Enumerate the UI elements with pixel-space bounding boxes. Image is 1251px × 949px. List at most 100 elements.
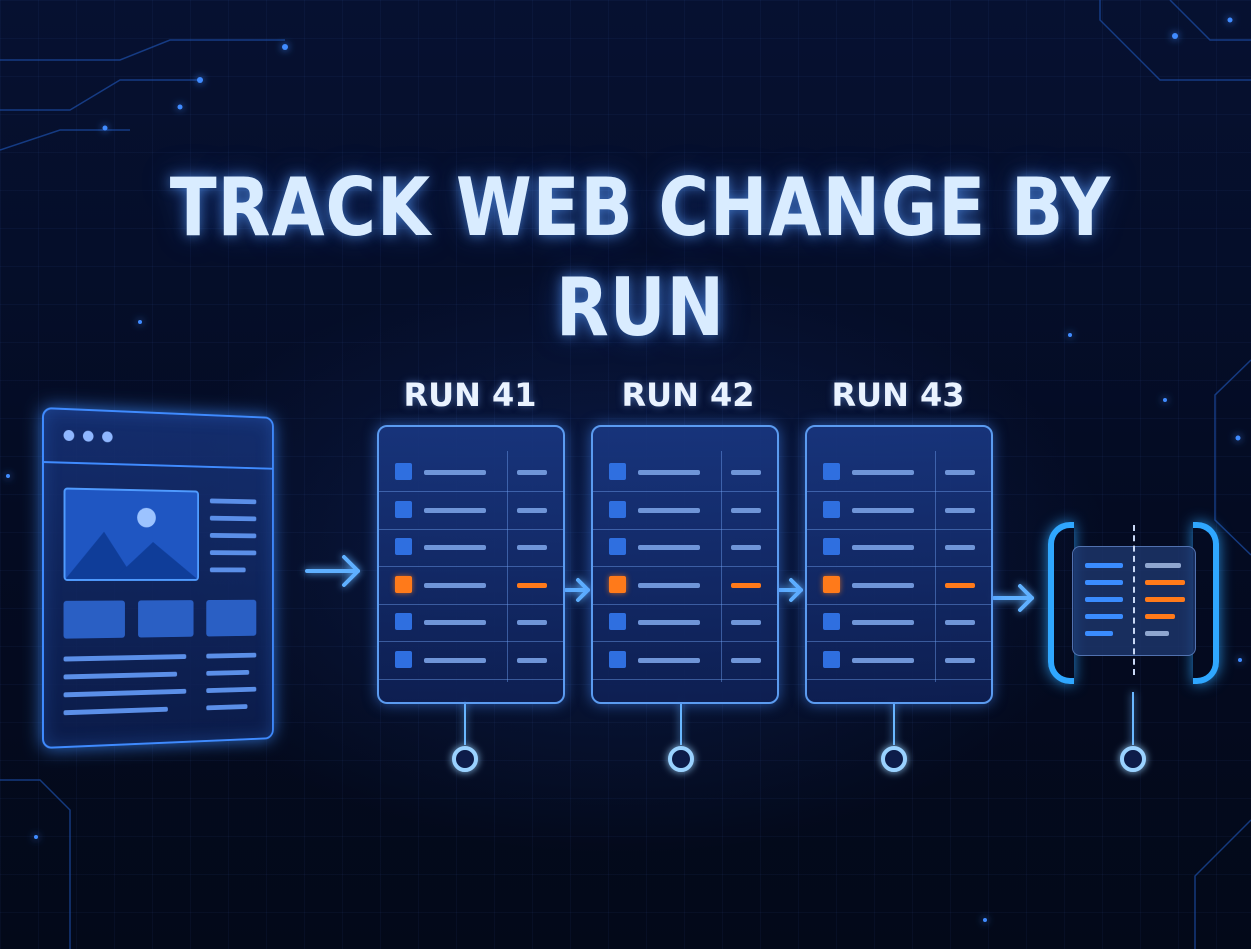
table-row [379,642,563,680]
row-text-placeholder [424,507,486,513]
run-table-42 [591,425,779,704]
row-value-placeholder [731,470,761,475]
timeline-node-icon [452,746,478,772]
row-text-placeholder [638,620,700,625]
diff-bracket-right [1193,522,1219,684]
row-value-placeholder [945,507,975,513]
row-text-placeholder [424,620,486,625]
timeline-node-icon [881,746,907,772]
row-text-placeholder [424,545,486,550]
timeline-node-icon [1120,746,1146,772]
table-row [379,454,563,492]
table-row [807,567,991,605]
run-table-43 [805,425,993,704]
table-row [593,604,777,642]
row-text-placeholder [852,582,914,588]
row-text-placeholder [424,582,486,588]
changed-marker-icon [823,575,840,593]
table-row [593,529,777,567]
row-value-placeholder [517,470,547,475]
row-value-placeholder [731,507,761,513]
page-title: TRACK WEB CHANGE BY RUN [169,161,1112,354]
row-text-placeholder [424,470,486,475]
row-value-placeholder [945,620,975,625]
row-text-placeholder [638,582,700,588]
column-separator [935,451,936,682]
run-label-42: RUN 42 [621,376,755,414]
arrow-right-icon [564,578,590,602]
browser-title-bar [43,409,273,470]
row-marker-icon [395,538,412,555]
row-marker-icon [609,538,626,555]
row-text-placeholder [852,507,914,513]
run-table-41 [377,425,565,704]
table-row [379,604,563,642]
arrow-right-icon [777,578,803,602]
row-marker-icon [395,650,412,668]
table-row [379,567,563,605]
run-label-43: RUN 43 [831,376,965,414]
diff-compare-icon [1072,525,1196,675]
image-placeholder-icon [63,487,200,581]
diff-bracket-left [1048,522,1074,684]
table-row [807,454,991,492]
row-marker-icon [609,650,626,668]
content-block [206,599,257,637]
row-marker-icon [823,500,840,518]
window-dot [63,429,75,442]
column-separator [507,451,508,682]
arrow-right-icon [305,555,360,587]
table-row [807,492,991,530]
changed-marker-icon [609,575,626,593]
table-row [807,604,991,642]
row-text-placeholder [852,545,914,550]
content-block [63,600,125,639]
table-row [807,642,991,680]
row-marker-icon [609,500,626,518]
row-marker-icon [823,463,840,480]
row-text-placeholder [638,470,700,475]
table-row [807,529,991,567]
row-value-placeholder [945,470,975,475]
row-value-placeholder [731,620,761,625]
table-row [593,642,777,680]
content-block [138,600,194,638]
changed-value-placeholder [517,582,547,588]
row-marker-icon [609,463,626,480]
row-value-placeholder [517,620,547,625]
row-value-placeholder [731,657,761,663]
table-row [379,492,563,530]
arrow-right-icon [992,584,1034,612]
row-marker-icon [823,613,840,630]
row-text-placeholder [852,657,914,663]
table-row [593,492,777,530]
timeline-node-icon [668,746,694,772]
row-text-placeholder [638,507,700,513]
row-value-placeholder [945,657,975,663]
row-marker-icon [823,538,840,555]
column-separator [721,451,722,682]
table-row [379,529,563,567]
diff-divider [1133,525,1135,675]
row-marker-icon [395,500,412,518]
row-value-placeholder [945,545,975,550]
row-text-placeholder [424,657,486,663]
row-text-placeholder [638,657,700,663]
row-marker-icon [823,650,840,668]
row-value-placeholder [517,507,547,513]
row-value-placeholder [517,545,547,550]
window-dot [82,430,94,442]
changed-marker-icon [395,575,412,593]
row-marker-icon [609,613,626,630]
row-value-placeholder [517,657,547,663]
run-label-41: RUN 41 [403,376,537,414]
row-marker-icon [395,463,412,480]
row-marker-icon [395,613,412,630]
table-row [593,567,777,605]
window-dot [102,431,113,443]
row-value-placeholder [731,545,761,550]
row-text-placeholder [638,545,700,550]
changed-value-placeholder [945,582,975,588]
